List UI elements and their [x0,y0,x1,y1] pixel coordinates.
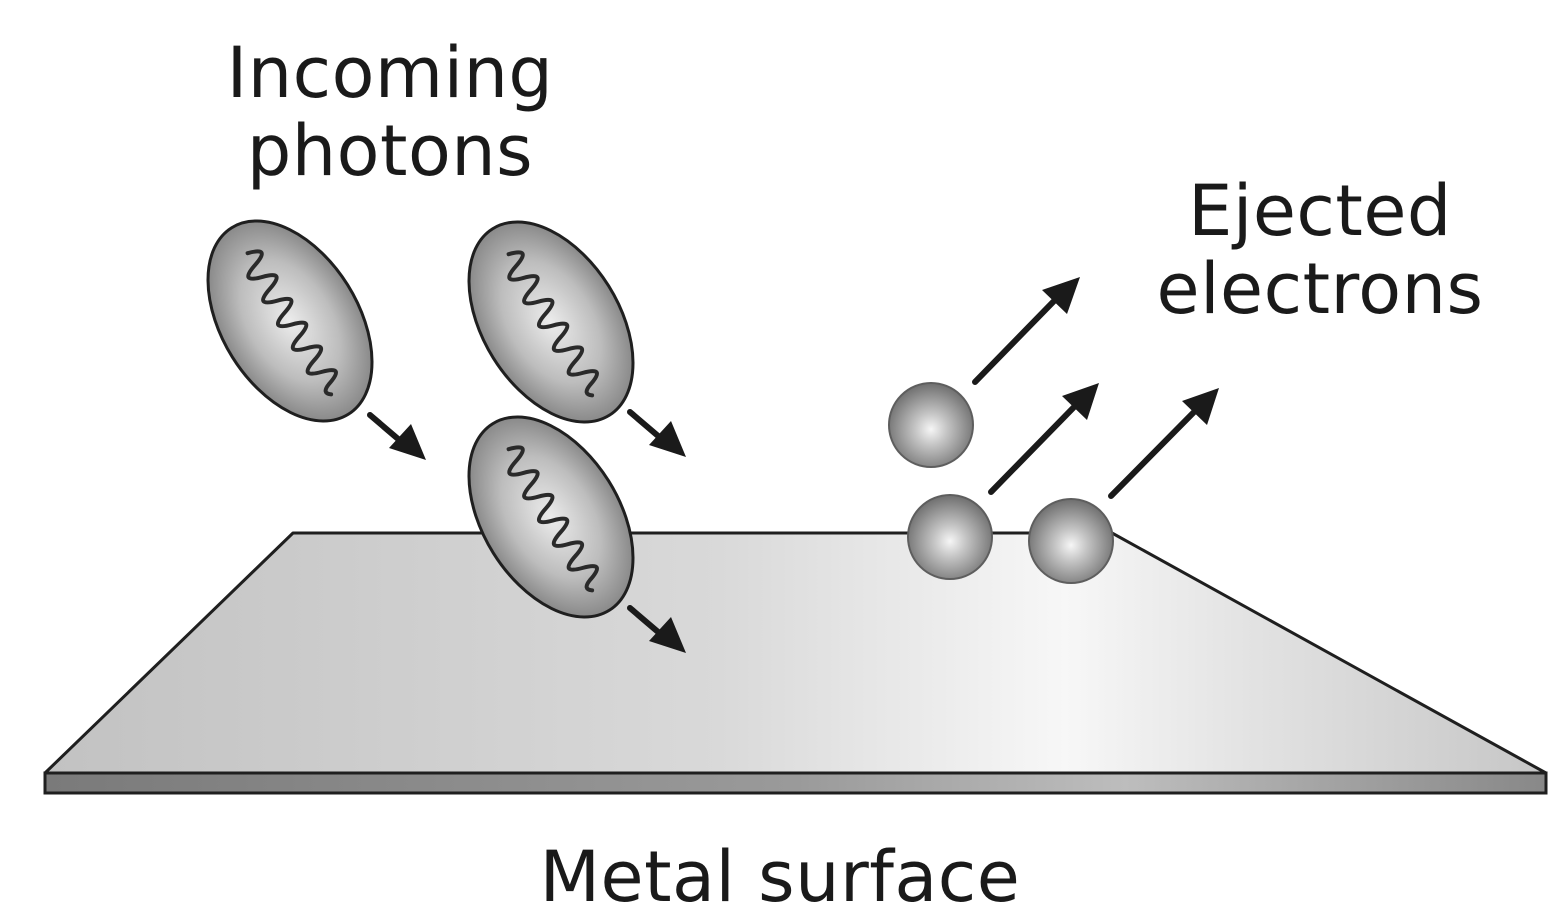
electron-sphere-icon [888,382,974,468]
photon-arrow-icon [627,605,686,653]
metal-plate [43,531,1548,795]
electron-arrow-icon [972,277,1080,385]
electron-sphere-icon [1028,498,1114,584]
photon-arrow-icon [627,409,686,457]
photon-wave-packet-icon [467,220,635,424]
photon-arrow-icon [367,412,426,460]
metal-plate-top [43,531,1548,775]
incoming-photons-label: Incoming photons [200,34,580,191]
photon-wave-packet-icon [467,415,635,619]
photon-wave-packet-icon [206,219,374,423]
electron-arrows [972,277,1219,499]
incoming-photons-label-line1: Incoming [226,32,554,114]
photons [206,219,635,619]
ejected-electrons-label-line1: Ejected [1188,170,1452,252]
ejected-electrons-label-line2: electrons [1156,248,1484,331]
metal-surface-label-text: Metal surface [539,836,1021,918]
metal-plate-edge [43,771,1548,795]
incoming-photons-label-line2: photons [246,110,534,193]
electron-sphere-icon [907,494,993,580]
photon-arrows [367,409,686,653]
electron-arrow-icon [988,383,1099,495]
electrons [888,382,1114,584]
ejected-electrons-label: Ejected electrons [1130,172,1510,329]
metal-surface-label: Metal surface [460,836,1100,918]
electron-arrow-icon [1108,388,1219,499]
